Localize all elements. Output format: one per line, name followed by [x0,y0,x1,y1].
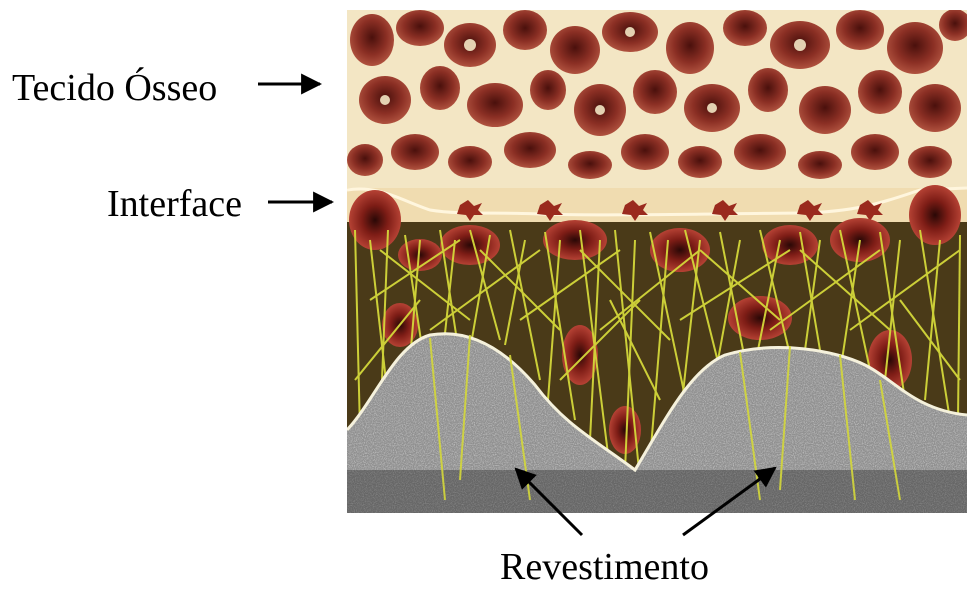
coating-label: Revestimento [500,548,709,586]
interface-label: Interface [107,185,242,223]
interface-layer [347,188,967,222]
bone-tissue-region [347,9,967,190]
illustration-panel [347,9,967,513]
bone-tissue-label: Tecido Ósseo [12,69,217,107]
